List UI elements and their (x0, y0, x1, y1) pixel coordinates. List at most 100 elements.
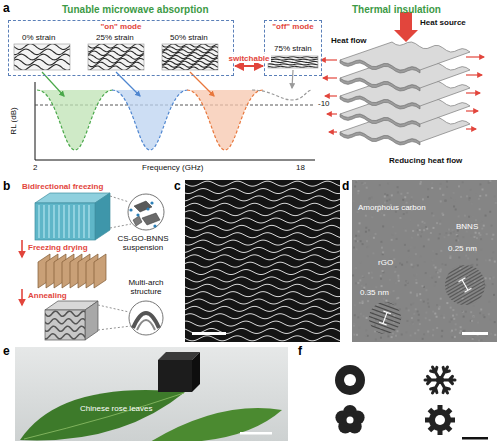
rl-curve-line (37, 90, 113, 150)
tem-grain (434, 313, 436, 315)
tem-grain (404, 244, 406, 246)
tem-grain (408, 309, 410, 311)
tem-grain (464, 330, 466, 332)
fringe (453, 290, 497, 316)
tem-grain (475, 232, 477, 234)
fringe (451, 288, 496, 314)
ice-stripe (48, 205, 49, 238)
tem-grain (410, 292, 412, 294)
tem-grain (411, 264, 413, 266)
tem-grain (468, 199, 470, 201)
wave-line (88, 47, 144, 51)
sem-ground (185, 180, 340, 342)
tem-grain (405, 230, 407, 232)
tem-grain (397, 275, 399, 277)
tem-grain (365, 329, 367, 331)
process-arrow (21, 240, 23, 257)
tem-grain (381, 285, 383, 287)
fringe (360, 322, 401, 337)
tem-grain (455, 239, 457, 241)
process-step: Annealing (28, 291, 67, 300)
tem-grain (462, 311, 464, 313)
tem-grain (377, 304, 379, 306)
tem-grain (386, 194, 388, 196)
tem-grain (476, 237, 478, 239)
tem-grain (417, 310, 419, 312)
tem-grain (473, 305, 475, 307)
tem-grain (472, 215, 474, 217)
tem-grain (381, 212, 383, 214)
strain-image (268, 56, 318, 68)
fringe (445, 277, 490, 303)
axis-title: Frequency (GHz) (142, 163, 203, 172)
edge-label: switchable (227, 54, 272, 63)
fabrication-scheme (22, 193, 164, 340)
ice-stripe (58, 205, 59, 238)
tem-grain (438, 308, 440, 310)
tem-grain (363, 315, 365, 317)
zoom-circle (128, 194, 164, 230)
tem-grain (411, 196, 413, 198)
tem-grain (485, 260, 487, 262)
zoom-label: CS-GO-BNNS suspension (112, 234, 174, 252)
tem-grain (365, 335, 367, 337)
tem-grain (435, 266, 437, 268)
tem-grain (410, 324, 412, 326)
tem-grain (397, 191, 399, 193)
tem-grain (416, 273, 418, 275)
process-step: Bidirectional freezing (22, 182, 103, 191)
tem-grain (459, 332, 461, 334)
tem-grain (451, 336, 453, 338)
mode-box: "on" mode (8, 20, 234, 76)
tem-grain (353, 334, 355, 336)
heat-flow-arrow (466, 92, 480, 93)
strain-label: 25% strain (96, 33, 134, 42)
tem-grain (491, 238, 493, 240)
tem-grain (417, 319, 419, 321)
wave-line (185, 189, 340, 194)
tem-grain (454, 336, 456, 338)
tem-grain (489, 180, 491, 182)
tem-grain (456, 314, 458, 316)
tem-grain (420, 181, 422, 183)
tem-grain (436, 327, 438, 329)
tem-grain (357, 316, 359, 318)
wave-line (268, 61, 318, 62)
scale-bar (462, 437, 488, 440)
panel-heading: Thermal insulation (352, 4, 441, 16)
tem-grain (354, 238, 356, 240)
fringe (439, 267, 484, 293)
tem-grain (399, 262, 401, 264)
tem-grain (442, 194, 444, 196)
zoom-line (98, 305, 131, 330)
tem-grain (435, 281, 437, 283)
tem-grain (438, 237, 440, 239)
image-frame (268, 56, 318, 68)
spacing-marker (459, 278, 472, 292)
tem-grain (452, 315, 454, 317)
tem-grain (423, 301, 425, 303)
tem-grain (427, 196, 429, 198)
bnns-dot (136, 213, 139, 216)
tem-grain (371, 216, 373, 218)
tem-grain (392, 302, 394, 304)
tem-grain (471, 320, 473, 322)
strain-image (14, 44, 70, 70)
tem-grain (427, 302, 429, 304)
tem-grain (452, 309, 454, 311)
tem-grain (395, 282, 397, 284)
tem-grain (440, 250, 442, 252)
tem-grain (419, 293, 421, 295)
tem-grain (380, 240, 382, 242)
tem-grain (362, 276, 364, 278)
tem-grain (397, 277, 399, 279)
tem-grain (450, 318, 452, 320)
fringe (368, 299, 409, 314)
tem-grain (431, 187, 433, 189)
tem-grain (476, 194, 478, 196)
tem-grain (419, 229, 421, 231)
tem-grain (433, 276, 435, 278)
tem-grain (463, 330, 465, 332)
tem-grain (379, 184, 381, 186)
